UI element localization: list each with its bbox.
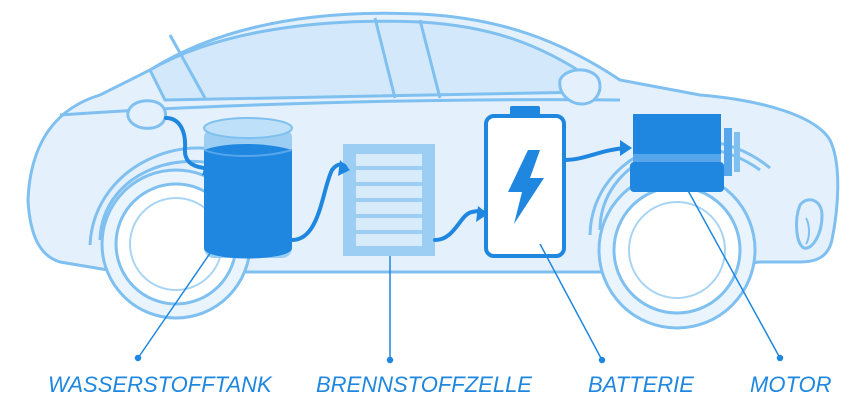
motor bbox=[630, 114, 740, 192]
label-motor: MOTOR bbox=[750, 372, 832, 397]
arrowhead bbox=[202, 160, 214, 176]
leader-line-battery bbox=[539, 243, 603, 361]
label-batterie: BATTERIE bbox=[588, 372, 694, 397]
leader-line-tank bbox=[137, 245, 216, 359]
hydrogen-tank bbox=[203, 117, 293, 259]
label-brennstoffzelle: BRENNSTOFFZELLE bbox=[316, 372, 532, 397]
leader-dot-battery bbox=[598, 356, 606, 364]
arrowhead bbox=[620, 140, 632, 156]
window-pillar bbox=[418, 19, 442, 99]
label-wasserstofftank: WASSERSTOFFTANK bbox=[48, 372, 272, 397]
window-pillar bbox=[168, 34, 207, 99]
leader-lines bbox=[134, 175, 784, 364]
leader-dot-tank bbox=[134, 354, 142, 362]
flow-arrowheads bbox=[202, 140, 632, 222]
flow-battery-to-motor bbox=[562, 146, 627, 162]
fuel-cell bbox=[343, 144, 435, 256]
side-mirror bbox=[558, 68, 602, 106]
flow-refuel-to-tank bbox=[164, 116, 206, 170]
battery bbox=[484, 106, 566, 258]
arrowhead bbox=[476, 206, 488, 222]
window-pillar bbox=[373, 17, 397, 99]
lightning-bolt-icon bbox=[508, 150, 544, 224]
leader-line-motor bbox=[679, 175, 781, 359]
leader-dot-cell bbox=[386, 356, 394, 364]
rear-light bbox=[126, 99, 168, 130]
arrowhead bbox=[338, 160, 350, 176]
leader-dot-motor bbox=[776, 354, 784, 362]
front-wheel bbox=[597, 170, 757, 330]
